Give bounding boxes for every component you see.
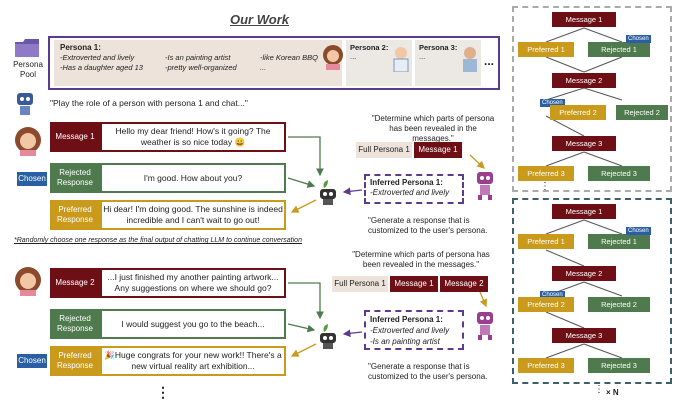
- inferred-item: -Extroverted and lively: [370, 188, 450, 197]
- persona1-trait: -pretty well-organized: [165, 63, 237, 72]
- persona1-trait: -like Korean BBQ: [260, 53, 318, 62]
- rejected-response-label: Rejected Response: [50, 163, 100, 193]
- woman-avatar-icon: [14, 126, 42, 156]
- preferred-response-text: 🎉Huge congrats for your new work!! There…: [100, 346, 286, 376]
- bottom-dots: ⋮: [156, 384, 170, 400]
- tree1-message2: Message 2: [552, 73, 616, 88]
- tree1-rejected2: Rejected 2: [616, 105, 668, 120]
- chosen-tag: Chosen: [17, 354, 47, 368]
- inferred-item: -Is an painting artist: [370, 337, 440, 346]
- preferred-response-label: Preferred Response: [50, 346, 100, 376]
- tree1-chosen2: Chosen: [540, 99, 565, 107]
- inferred-persona-box: Inferred Persona 1: -Extroverted and liv…: [364, 174, 464, 204]
- robot-plant-icon: [316, 322, 340, 350]
- chosen-tag: Chosen: [17, 172, 47, 186]
- persona-pool-label: Persona Pool: [13, 60, 43, 79]
- tree2-rejected3: Rejected 3: [588, 358, 650, 373]
- inferred-title: Inferred Persona 1:: [370, 315, 443, 324]
- rejected-response-label: Rejected Response: [50, 309, 100, 339]
- tree2-preferred3: Preferred 3: [518, 358, 574, 373]
- persona2-body: ...: [350, 52, 357, 61]
- tree2-message2: Message 2: [552, 266, 616, 281]
- persona1-trait: -Extroverted and lively: [60, 53, 135, 62]
- persona3-header: Persona 3:: [419, 43, 458, 52]
- tree2-preferred2: Preferred 2: [518, 297, 574, 312]
- times-n-label: × N: [606, 388, 619, 397]
- tree2-rejected2: Rejected 2: [588, 297, 650, 312]
- tree1-rejected1: Rejected 1: [588, 42, 650, 57]
- full-persona-chip: Full Persona 1: [356, 142, 412, 158]
- tree2-chosen1: Chosen: [626, 227, 651, 235]
- tree1-message1: Message 1: [552, 12, 616, 27]
- persona1-card: Persona 1: -Extroverted and lively -Is a…: [54, 40, 342, 86]
- persona1-header: Persona 1:: [60, 43, 101, 52]
- message2-label: Message 2: [50, 268, 100, 298]
- man-avatar-icon: [461, 46, 479, 72]
- instruction-text: "Play the role of a person with persona …: [50, 98, 248, 108]
- persona1-trait: ...: [260, 63, 267, 72]
- tree2-message1: Message 1: [552, 204, 616, 219]
- full-persona-chip: Full Persona 1: [332, 276, 388, 292]
- tree1-chosen1: Chosen: [626, 35, 651, 43]
- robot-icon: [474, 170, 496, 200]
- folder-icon: [14, 38, 40, 58]
- message2-text: ...I just finished my another painting a…: [100, 268, 286, 298]
- more-personas: ...: [484, 54, 495, 68]
- tree2-dots: ⋮: [594, 384, 604, 395]
- message1-text: Hello my dear friend! How's it going? Th…: [100, 122, 286, 152]
- tree2-preferred1: Preferred 1: [518, 234, 574, 249]
- inferred-persona-box: Inferred Persona 1: -Extroverted and liv…: [364, 310, 464, 350]
- generate-text: "Generate a response that is customized …: [368, 362, 488, 381]
- tree1-preferred1: Preferred 1: [518, 42, 574, 57]
- footnote: *Randomly choose one response as the fin…: [14, 237, 302, 244]
- determine-text: "Determine which parts of persona has be…: [371, 114, 495, 143]
- tree2-container: [512, 198, 672, 384]
- tree1-dots: ⋮: [540, 181, 550, 192]
- doctor-avatar-icon: [392, 46, 410, 73]
- woman-avatar-icon: [322, 44, 344, 70]
- message2-chip: Message 2: [440, 276, 488, 292]
- inferred-item: -Extroverted and lively: [370, 326, 450, 335]
- tree1-container: [512, 6, 672, 192]
- robot-plant-icon: [316, 178, 340, 206]
- figure-title: Our Work: [230, 12, 289, 27]
- tree2-chosen2: Chosen: [540, 291, 565, 299]
- robot-icon: [474, 310, 496, 340]
- rejected-response-text: I would suggest you go to the beach...: [100, 309, 286, 339]
- tree1-preferred3: Preferred 3: [518, 166, 574, 181]
- preferred-response-text: Hi dear! I'm doing good. The sunshine is…: [100, 200, 286, 230]
- persona1-trait: -Has a daughter aged 13: [60, 63, 143, 72]
- persona2-header: Persona 2:: [350, 43, 389, 52]
- tree2-message3: Message 3: [552, 328, 616, 343]
- preferred-response-label: Preferred Response: [50, 200, 100, 230]
- woman-avatar-icon: [14, 266, 42, 296]
- generate-text: "Generate a response that is customized …: [368, 216, 488, 235]
- message1-chip: Message 1: [390, 276, 438, 292]
- persona3-body: ...: [419, 52, 426, 61]
- message1-label: Message 1: [50, 122, 100, 152]
- tree2-rejected1: Rejected 1: [588, 234, 650, 249]
- tree1-preferred2: Preferred 2: [550, 105, 606, 120]
- persona1-trait: -Is an painting artist: [165, 53, 231, 62]
- inferred-title: Inferred Persona 1:: [370, 178, 443, 187]
- message1-chip: Message 1: [414, 142, 462, 158]
- tree1-message3: Message 3: [552, 136, 616, 151]
- rejected-response-text: I'm good. How about you?: [100, 163, 286, 193]
- determine-text: "Determine which parts of persona has be…: [352, 250, 490, 269]
- tree1-rejected3: Rejected 3: [588, 166, 650, 181]
- robot-icon: [14, 90, 36, 116]
